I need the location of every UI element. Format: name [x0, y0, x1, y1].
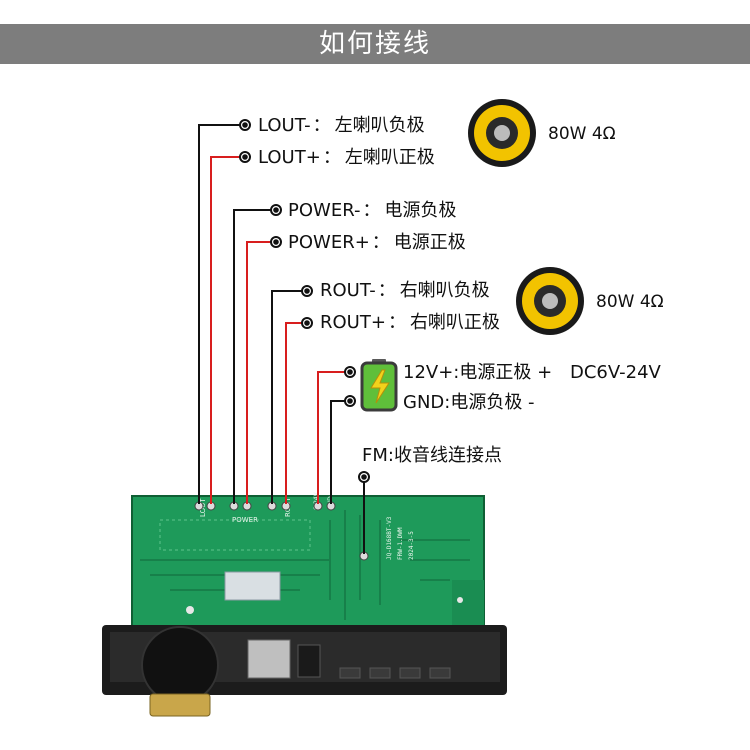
- pcb-component: [225, 572, 280, 600]
- label-power-minus: POWER-：电源负极: [288, 201, 456, 221]
- label-gnd: GND:电源负极 -: [403, 393, 535, 413]
- label-lout-plus: LOUT+：左喇叭正极: [258, 148, 435, 168]
- label-rout-minus: ROUT-：右喇叭负极: [320, 281, 490, 301]
- speaker-icon: [516, 267, 584, 335]
- speaker-icon: [468, 99, 536, 167]
- silk-line-1: JQ-D168BT-V3: [386, 516, 393, 560]
- silk-line-3: 2024-3-5: [408, 531, 415, 560]
- wire-power-plus: [247, 242, 271, 504]
- pcb-hole: [457, 597, 463, 603]
- silk-line-2: FRW-1.DWM: [397, 527, 404, 560]
- label-12v-plus: 12V+:电源正极 +: [403, 363, 552, 383]
- pcb-notch: [452, 580, 484, 630]
- speaker-right-spec: 80W 4Ω: [596, 292, 664, 312]
- usb-port: [248, 640, 290, 678]
- battery-charging-icon: [362, 359, 396, 410]
- aux-connector: [150, 694, 210, 716]
- pcb-hole: [186, 606, 194, 614]
- sd-slot: [298, 645, 320, 677]
- wire-rout-plus: [286, 323, 302, 504]
- wire-gnd: [331, 401, 345, 504]
- board-label-power: POWER: [232, 516, 258, 524]
- label-dc-range: DC6V-24V: [570, 363, 661, 383]
- wire-power-minus: [234, 210, 271, 504]
- front-panel: [102, 625, 507, 716]
- label-lout-minus: LOUT-：左喇叭负极: [258, 116, 425, 136]
- speaker-left-spec: 80W 4Ω: [548, 124, 616, 144]
- label-rout-plus: ROUT+：右喇叭正极: [320, 313, 500, 333]
- label-fm: FM:收音线连接点: [362, 446, 502, 466]
- label-power-plus: POWER+：电源正极: [288, 233, 466, 253]
- volume-knob: [142, 627, 218, 703]
